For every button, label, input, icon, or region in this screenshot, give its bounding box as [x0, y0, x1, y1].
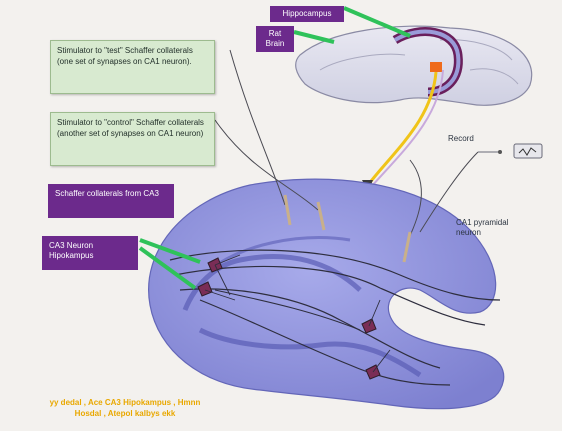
rat-brain-label: Rat Brain: [256, 26, 294, 52]
ca3-label: CA3 Neuron Hipokampus: [42, 236, 138, 270]
record-label: Record: [448, 134, 474, 144]
credit-line-1: yy dedal , Ace CA3 Hipokampus , Hmnn: [10, 398, 240, 408]
ca1-label: CA1 pyramidal neuron: [456, 218, 528, 238]
pointer-rat-brain: [294, 32, 334, 42]
hippocampus-label: Hippocampus: [270, 6, 344, 22]
hippocampus-slice: [149, 50, 504, 409]
stimulator-control-note: Stimulator to "control" Schaffer collate…: [50, 112, 215, 166]
rat-brain-illustration: [296, 26, 532, 105]
schaffer-label: Schaffer collaterals from CA3: [48, 184, 174, 218]
credit-line-2: Hosdal , Atepol kalbys ekk: [10, 409, 240, 419]
stimulator-test-note: Stimulator to "test" Schaffer collateral…: [50, 40, 215, 94]
